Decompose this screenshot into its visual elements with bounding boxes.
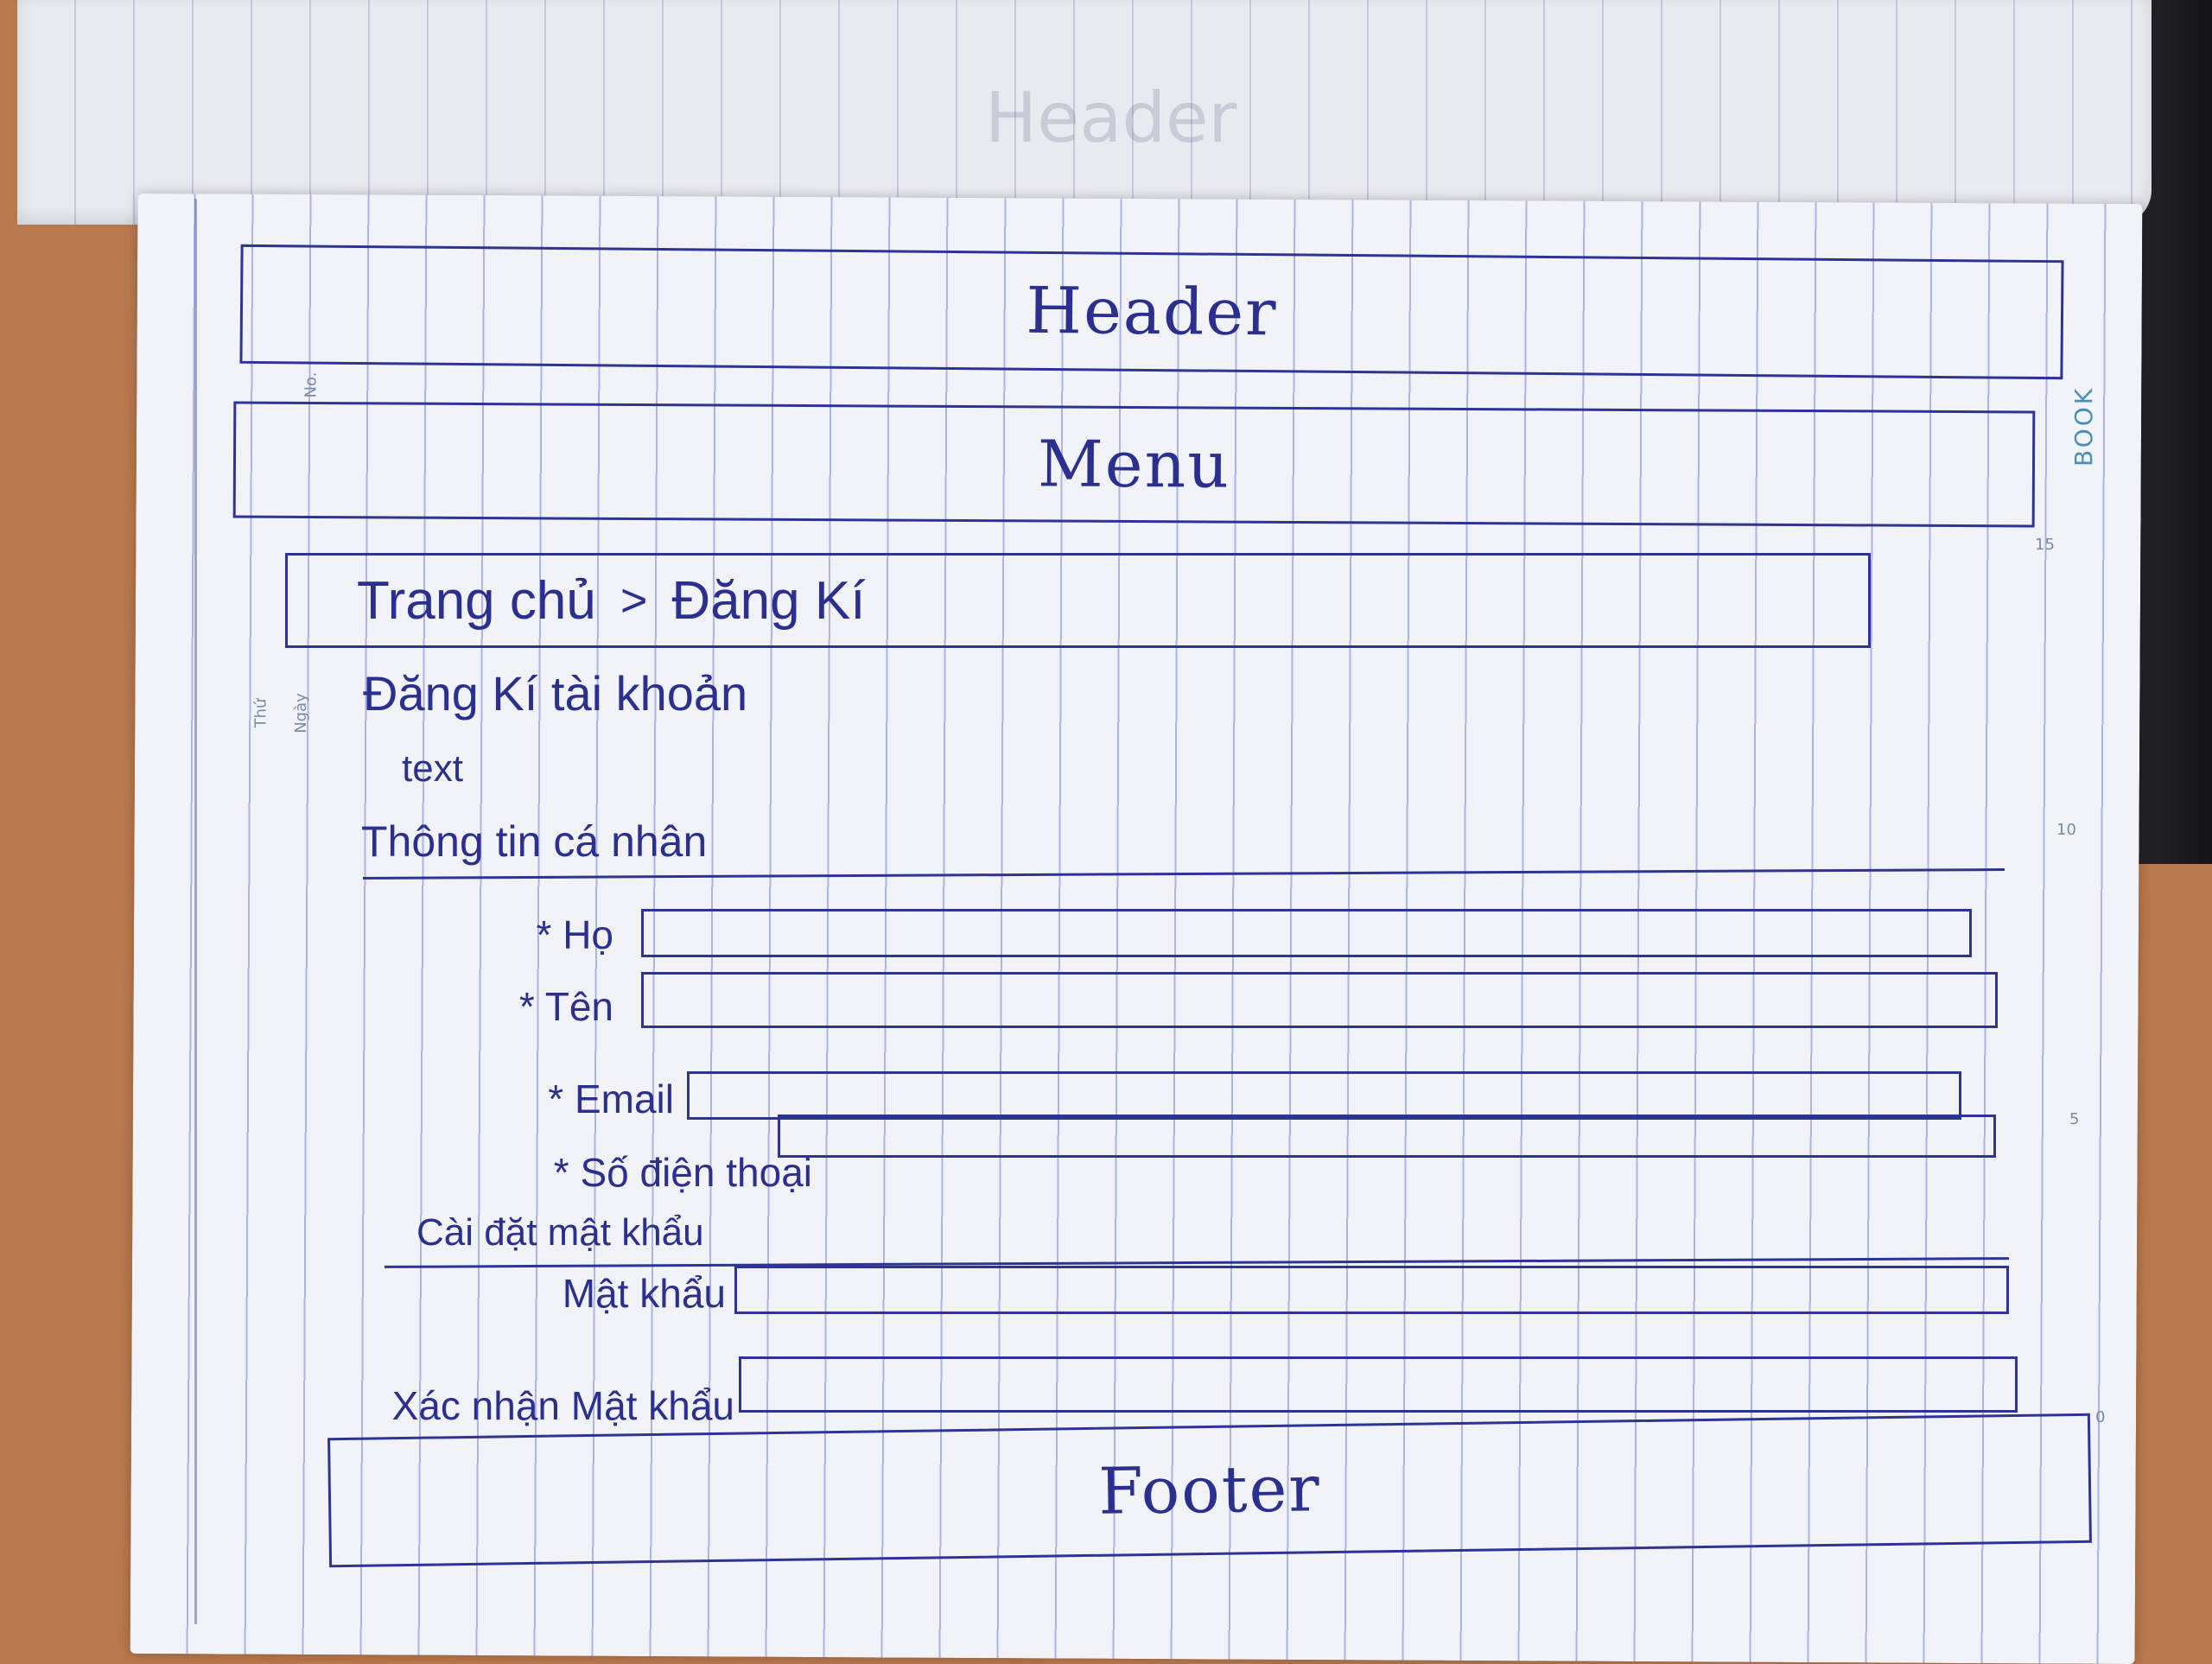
margin-line [194, 199, 197, 1624]
edge-number-0: 0 [2095, 1408, 2106, 1426]
breadcrumb-item-home[interactable]: Trang chủ [357, 570, 596, 631]
header-box: Header [239, 244, 2064, 380]
printed-ngay-mark: Ngày [291, 693, 310, 734]
password-label: Mật khẩu [562, 1271, 726, 1316]
first-name-label: * Tên [518, 984, 613, 1029]
last-name-label: * Họ [536, 912, 613, 957]
email-label: * Email [548, 1077, 674, 1121]
printed-thu-mark: Thứ [251, 698, 270, 728]
printed-no-mark: No. [302, 372, 321, 398]
breadcrumb-item-register: Đăng Kí [671, 570, 866, 631]
breadcrumb-separator: > [620, 575, 648, 626]
menu-box: Menu [232, 401, 2036, 528]
previous-page: Header [17, 0, 2152, 225]
edge-number-5: 5 [2069, 1110, 2080, 1128]
show-through-text: Header [985, 78, 1237, 158]
confirm-password-input[interactable] [739, 1356, 2018, 1413]
personal-info-heading: Thông tin cá nhân [361, 817, 708, 866]
header-label: Header [1026, 273, 1278, 351]
breadcrumb-box: Trang chủ > Đăng Kí [285, 553, 1871, 648]
menu-label: Menu [1037, 426, 1231, 503]
confirm-password-label: Xác nhận Mật khẩu [391, 1383, 734, 1428]
intro-text: text [402, 747, 463, 790]
page-title: Đăng Kí tài khoản [363, 666, 748, 721]
last-name-input[interactable] [641, 909, 1972, 957]
breadcrumb: Trang chủ > Đăng Kí [357, 570, 865, 632]
email-input[interactable] [687, 1071, 1961, 1120]
footer-label: Footer [1097, 1451, 1322, 1529]
first-name-input[interactable] [641, 972, 1998, 1028]
notebook-brand-logo: BOOK [2069, 385, 2098, 467]
edge-number-10: 10 [2056, 821, 2076, 839]
edge-number-15: 15 [2035, 536, 2055, 554]
phone-input[interactable] [778, 1115, 1996, 1158]
phone-label: * Số điện thoại [553, 1150, 812, 1195]
password-section-heading: Cài đặt mật khẩu [416, 1211, 704, 1254]
footer-box: Footer [327, 1413, 2092, 1568]
password-input[interactable] [734, 1266, 2009, 1314]
